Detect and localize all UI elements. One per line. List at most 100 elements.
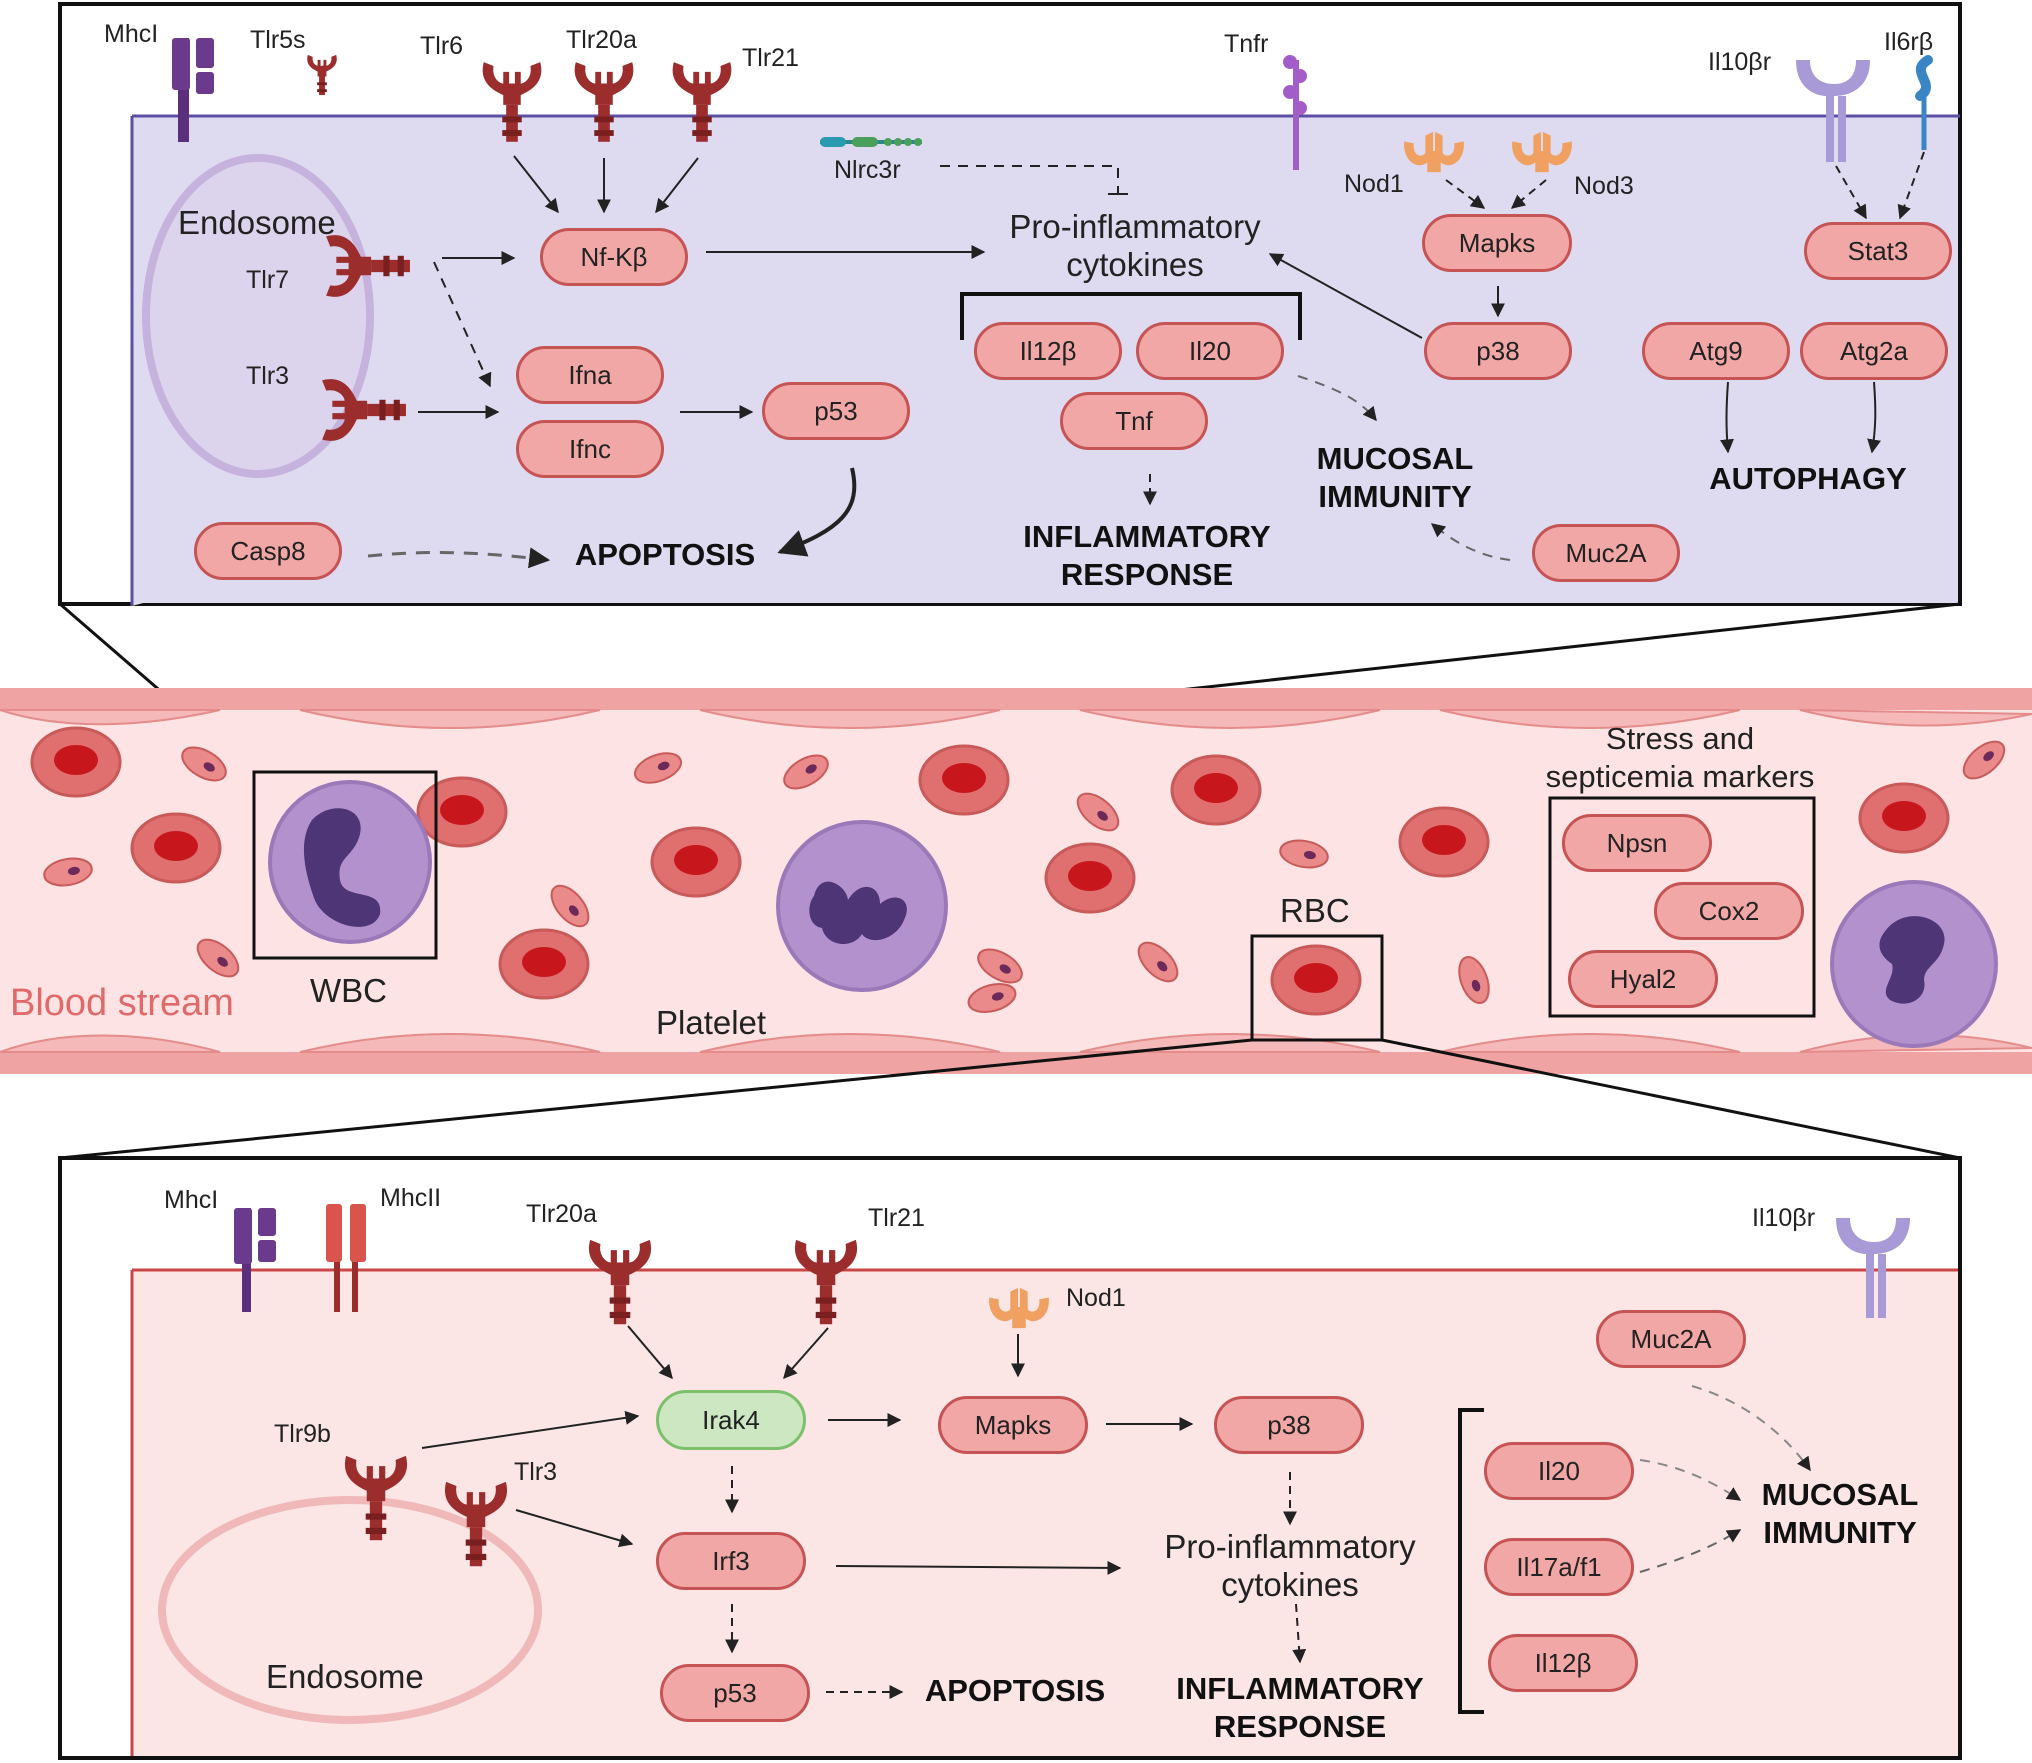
inflammatory-response-outcome-bottom: INFLAMMATORY RESPONSE: [1176, 1671, 1424, 1744]
platelet-icon: [977, 948, 1023, 984]
endosome-label: Endosome: [178, 204, 336, 241]
platelet-icon: [1962, 740, 2006, 780]
ifnc-node: Ifnc: [516, 420, 664, 478]
rbc-cell-icon: [416, 776, 508, 848]
rbc-cell-icon: [1398, 806, 1490, 878]
casp8-node: Casp8: [194, 522, 342, 580]
tnfr-receptor-icon: [1283, 55, 1307, 170]
platelet-icon: [634, 752, 682, 784]
nod1-label-bottom: Nod1: [1066, 1284, 1126, 1312]
wbc-label: WBC: [310, 972, 387, 1009]
mhci-receptor-icon-bottom: [234, 1208, 276, 1312]
il10br-receptor-icon-bottom: [1836, 1218, 1910, 1318]
nlrc3r-icon: [820, 137, 922, 147]
il10br-label: Il10βr: [1708, 48, 1772, 76]
npsn-marker: Npsn: [1562, 814, 1712, 872]
rbc-cell-icon: [650, 826, 742, 898]
il10br-label-bottom: Il10βr: [1752, 1204, 1816, 1232]
autophagy-outcome: AUTOPHAGY: [1709, 461, 1907, 496]
stress-septicemia-title: Stress and septicemia markers: [1545, 721, 1815, 794]
mhcii-receptor-icon: [326, 1204, 366, 1312]
platelet-icon: [550, 884, 590, 928]
il12b-node: Il12β: [974, 322, 1122, 380]
tlr5s-label: Tlr5s: [250, 26, 306, 54]
il6rb-receptor-icon: [1915, 55, 1933, 150]
mhci-label: MhcI: [104, 20, 159, 48]
muc2a-node: Muc2A: [1532, 524, 1680, 582]
rbc-cell-icon: [1858, 782, 1950, 854]
p53-node: p53: [762, 382, 910, 440]
nlrc3r-label: Nlrc3r: [834, 156, 901, 184]
mhcii-label: MhcII: [380, 1184, 442, 1212]
tlr20a-label: Tlr20a: [566, 26, 637, 54]
rbc-cell-icon: [130, 812, 222, 884]
tlr7-label: Tlr7: [246, 266, 290, 294]
mapks-node: Mapks: [1422, 214, 1572, 272]
ifna-node: Ifna: [516, 346, 664, 404]
hyal2-marker: Hyal2: [1568, 950, 1718, 1008]
rbc-label: RBC: [1280, 892, 1350, 929]
apoptosis-outcome-bottom: APOPTOSIS: [924, 1673, 1106, 1708]
mhci-receptor-icon: [172, 38, 214, 142]
tlr21-label-bottom: Tlr21: [868, 1204, 925, 1232]
vessel-endothelium: [0, 709, 2032, 1053]
nod1-label: Nod1: [1344, 170, 1404, 198]
p53-node-bottom: p53: [660, 1664, 810, 1722]
red-blood-cells: [30, 726, 1950, 1016]
il17-node: Il17a/f1: [1484, 1538, 1634, 1596]
muc2a-node-bottom: Muc2A: [1596, 1310, 1746, 1368]
rbc-cell-icon: [918, 744, 1010, 816]
il10br-receptor-icon: [1796, 60, 1870, 162]
stat3-node: Stat3: [1804, 222, 1952, 280]
irf3-node: Irf3: [656, 1532, 806, 1590]
tnf-node: Tnf: [1060, 392, 1208, 450]
il20-node-bottom: Il20: [1484, 1442, 1634, 1500]
rbc-cell-icon: [1270, 944, 1362, 1016]
nod3-label: Nod3: [1574, 172, 1634, 200]
platelet-icon: [1076, 792, 1120, 832]
wbc-cell-icon-center: [776, 820, 948, 992]
rbc-cell-icon: [498, 928, 590, 1000]
apoptosis-outcome: APOPTOSIS: [574, 537, 756, 572]
rbc-cell-icon: [1044, 842, 1136, 914]
platelet-icon: [783, 754, 829, 790]
tlr20a-label-bottom: Tlr20a: [526, 1200, 597, 1228]
atg2a-node: Atg2a: [1800, 322, 1948, 380]
tnfr-label: Tnfr: [1224, 30, 1269, 58]
tlr6-label: Tlr6: [420, 32, 464, 60]
nfkb-node: Nf-Kβ: [540, 228, 688, 286]
platelet-icon: [1458, 956, 1490, 1004]
platelet-icon: [181, 746, 227, 782]
mucosal-immunity-outcome-bottom: MUCOSAL IMMUNITY: [1761, 1477, 1919, 1550]
p38-node: p38: [1424, 322, 1572, 380]
platelet-icon: [43, 857, 93, 887]
platelet-icon: [1279, 839, 1329, 869]
proinflammatory-cytokines-label: Pro-inflammatory cytokines: [1009, 208, 1261, 283]
mucosal-immunity-outcome: MUCOSAL IMMUNITY: [1316, 441, 1474, 514]
platelet-icon: [967, 982, 1017, 1014]
inflammatory-response-outcome: INFLAMMATORY RESPONSE: [1023, 519, 1271, 592]
tlr3-label-bottom: Tlr3: [514, 1458, 558, 1486]
rbc-cell-icon: [30, 726, 122, 798]
rbc-cell-icon: [1170, 754, 1262, 826]
endosome-label-bottom: Endosome: [266, 1658, 424, 1695]
cox2-marker: Cox2: [1654, 882, 1804, 940]
wbc-cell-icon: [268, 780, 432, 944]
tlr9b-label: Tlr9b: [274, 1420, 331, 1448]
il6rb-label: Il6rβ: [1884, 28, 1934, 56]
mhci-label-bottom: MhcI: [164, 1186, 219, 1214]
platelets: [43, 740, 2006, 1014]
tlr3-label: Tlr3: [246, 362, 290, 390]
tlr21-label: Tlr21: [742, 44, 799, 72]
p38-node-bottom: p38: [1214, 1396, 1364, 1454]
atg9-node: Atg9: [1642, 322, 1790, 380]
irak4-node: Irak4: [656, 1390, 806, 1450]
il20-node: Il20: [1136, 322, 1284, 380]
proinflammatory-cytokines-label-bottom: Pro-inflammatory cytokines: [1164, 1528, 1416, 1603]
mapks-node-bottom: Mapks: [938, 1396, 1088, 1454]
platelet-label: Platelet: [656, 1004, 767, 1041]
il12b-node-bottom: Il12β: [1488, 1634, 1638, 1692]
wbc-cell-icon-right: [1830, 880, 1998, 1048]
platelet-icon: [196, 938, 240, 978]
